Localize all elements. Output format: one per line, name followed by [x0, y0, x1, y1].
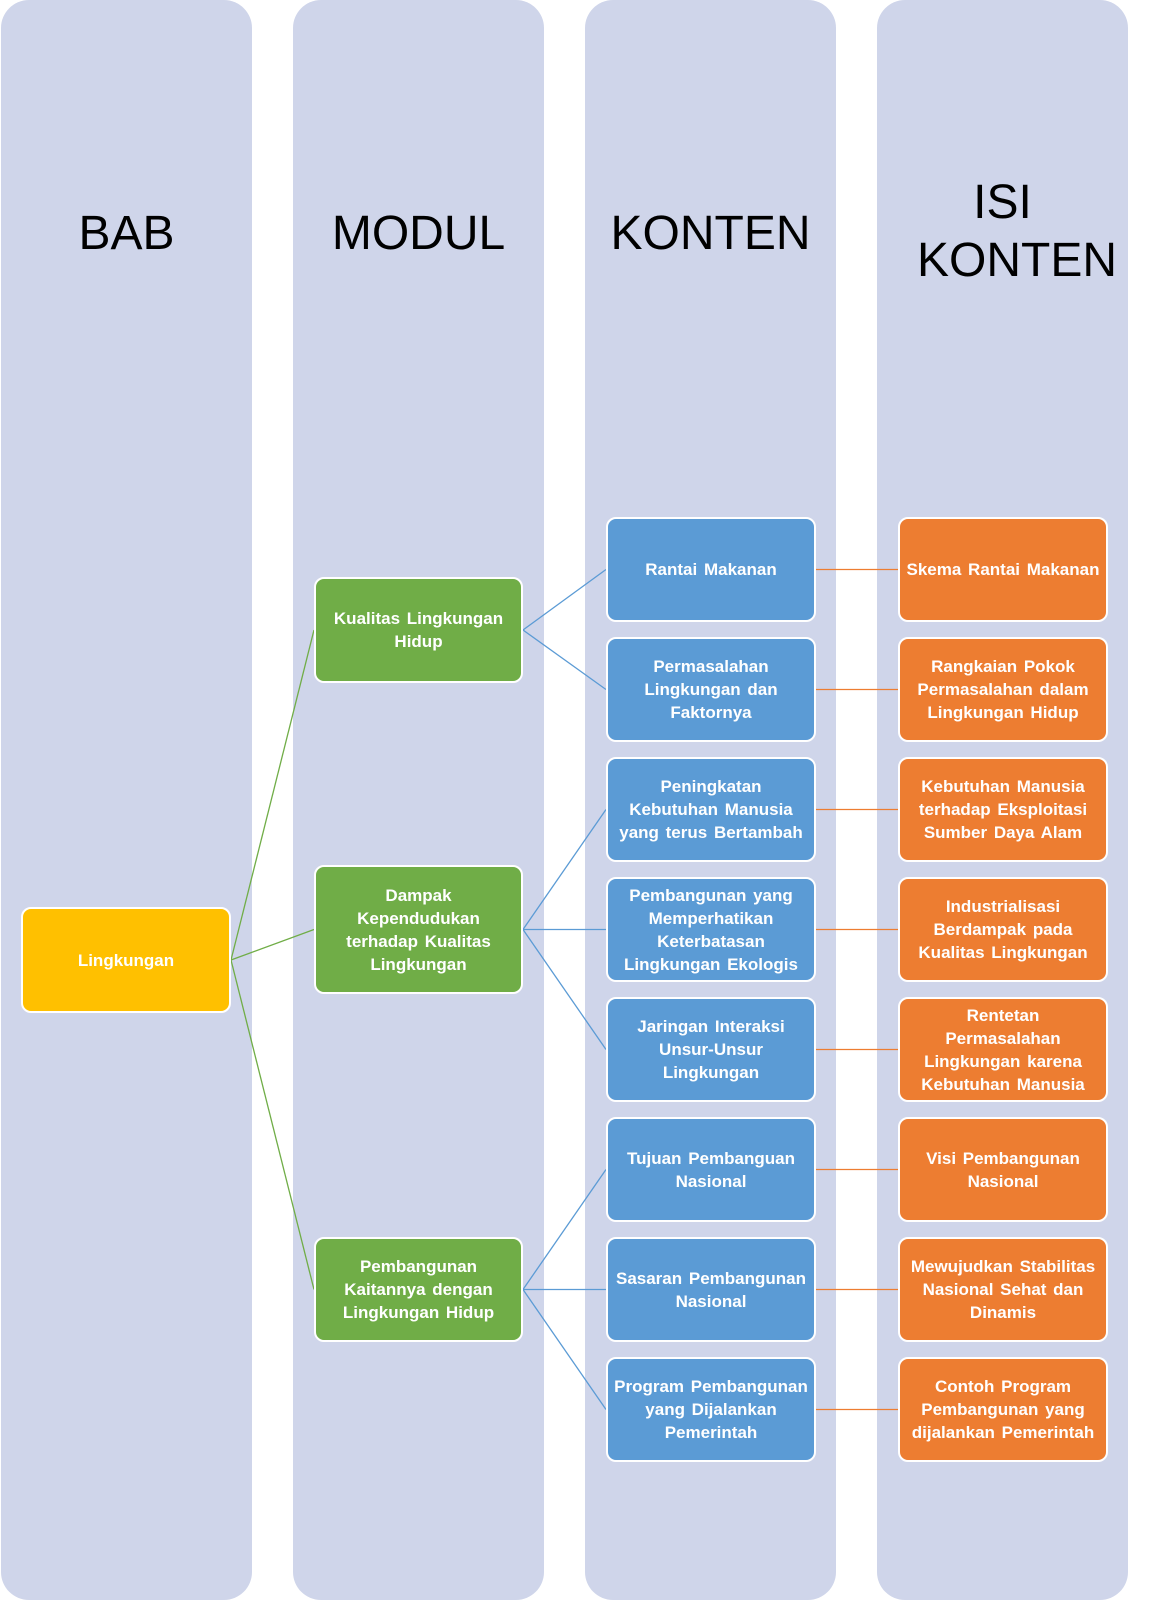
konten-node-label: Pembangunan yang Memperhatikan Keterbata…: [624, 885, 798, 974]
lane-title-konten: KONTEN: [610, 207, 811, 260]
isi-konten-node-label: Skema Rantai Makanan: [906, 560, 1100, 579]
isi-konten-node[interactable]: Visi Pembangunan Nasional: [898, 1117, 1108, 1222]
modul-konten-connector: [522, 568, 607, 631]
konten-node[interactable]: Pembangunan yang Memperhatikan Keterbata…: [606, 877, 816, 982]
bab-node-label: Lingkungan: [77, 950, 175, 970]
konten-node-label: Peningkatan Kebutuhan Manusia yang terus…: [619, 777, 803, 842]
isi-konten-node-label: Visi Pembangunan Nasional: [926, 1148, 1080, 1191]
modul-konten-connector: [522, 929, 607, 1050]
konten-node-label: Program Pembangunan yang Dijalankan Peme…: [614, 1377, 808, 1442]
lane-title-bab: BAB: [78, 207, 175, 260]
modul-node[interactable]: Pembangunan Kaitannya dengan Lingkungan …: [314, 1237, 523, 1342]
lane-title-modul: MODUL: [331, 207, 506, 260]
isi-konten-node-label: Kebutuhan Manusia terhadap Eksploitasi S…: [918, 777, 1088, 842]
modul-node-label: Dampak Kependudukan terhadap Kualitas Li…: [346, 885, 491, 974]
modul-konten-connector: [522, 1169, 607, 1290]
isi-konten-node[interactable]: Skema Rantai Makanan: [898, 517, 1108, 622]
isi-konten-node[interactable]: Kebutuhan Manusia terhadap Eksploitasi S…: [898, 757, 1108, 862]
konten-node-label: Sasaran Pembangunan Nasional: [615, 1268, 806, 1311]
lane-bab: BAB: [1, 0, 252, 1600]
modul-node[interactable]: Kualitas Lingkungan Hidup: [314, 577, 523, 683]
konten-node[interactable]: Program Pembangunan yang Dijalankan Peme…: [606, 1357, 816, 1462]
lane-title-isi-konten: ISI KONTEN: [917, 176, 1118, 287]
modul-konten-connector: [522, 629, 607, 691]
bab-modul-connector: [230, 959, 315, 1290]
modul-konten-connector: [522, 809, 607, 930]
bab-modul-connector: [230, 629, 315, 961]
isi-konten-node-label: Contoh Program Pembangunan yang dijalank…: [911, 1377, 1095, 1442]
isi-konten-node-label: Rentetan Permasalahan Lingkungan karena …: [921, 1005, 1085, 1094]
konten-node-label: Permasalahan Lingkungan dan Faktornya: [644, 657, 778, 722]
konten-node[interactable]: Permasalahan Lingkungan dan Faktornya: [606, 637, 816, 742]
isi-konten-node[interactable]: Rangkaian Pokok Permasalahan dalam Lingk…: [898, 637, 1108, 742]
isi-konten-node-label: Industrialisasi Berdampak pada Kualitas …: [918, 897, 1088, 962]
isi-konten-node[interactable]: Rentetan Permasalahan Lingkungan karena …: [898, 997, 1108, 1102]
konten-node[interactable]: Tujuan Pembanguan Nasional: [606, 1117, 816, 1222]
konten-node[interactable]: Sasaran Pembangunan Nasional: [606, 1237, 816, 1342]
konten-node-label: Jaringan Interaksi Unsur-Unsur Lingkunga…: [637, 1017, 785, 1082]
modul-node-label: Pembangunan Kaitannya dengan Lingkungan …: [342, 1257, 495, 1322]
isi-konten-node[interactable]: Industrialisasi Berdampak pada Kualitas …: [898, 877, 1108, 982]
modul-konten-connector: [522, 1289, 607, 1410]
bab-modul-connector: [230, 928, 315, 961]
konten-node[interactable]: Rantai Makanan: [606, 517, 816, 622]
isi-konten-node[interactable]: Mewujudkan Stabilitas Nasional Sehat dan…: [898, 1237, 1108, 1342]
konten-node-label: Tujuan Pembanguan Nasional: [627, 1148, 795, 1191]
isi-konten-node-label: Mewujudkan Stabilitas Nasional Sehat dan…: [910, 1257, 1096, 1322]
modul-node[interactable]: Dampak Kependudukan terhadap Kualitas Li…: [314, 865, 523, 994]
modul-node-label: Kualitas Lingkungan Hidup: [333, 609, 504, 651]
konten-node[interactable]: Peningkatan Kebutuhan Manusia yang terus…: [606, 757, 816, 862]
konten-node-label: Rantai Makanan: [645, 560, 777, 579]
isi-konten-node-label: Rangkaian Pokok Permasalahan dalam Lingk…: [917, 657, 1089, 722]
konten-node[interactable]: Jaringan Interaksi Unsur-Unsur Lingkunga…: [606, 997, 816, 1102]
isi-konten-node[interactable]: Contoh Program Pembangunan yang dijalank…: [898, 1357, 1108, 1462]
bab-node[interactable]: Lingkungan: [21, 907, 231, 1013]
